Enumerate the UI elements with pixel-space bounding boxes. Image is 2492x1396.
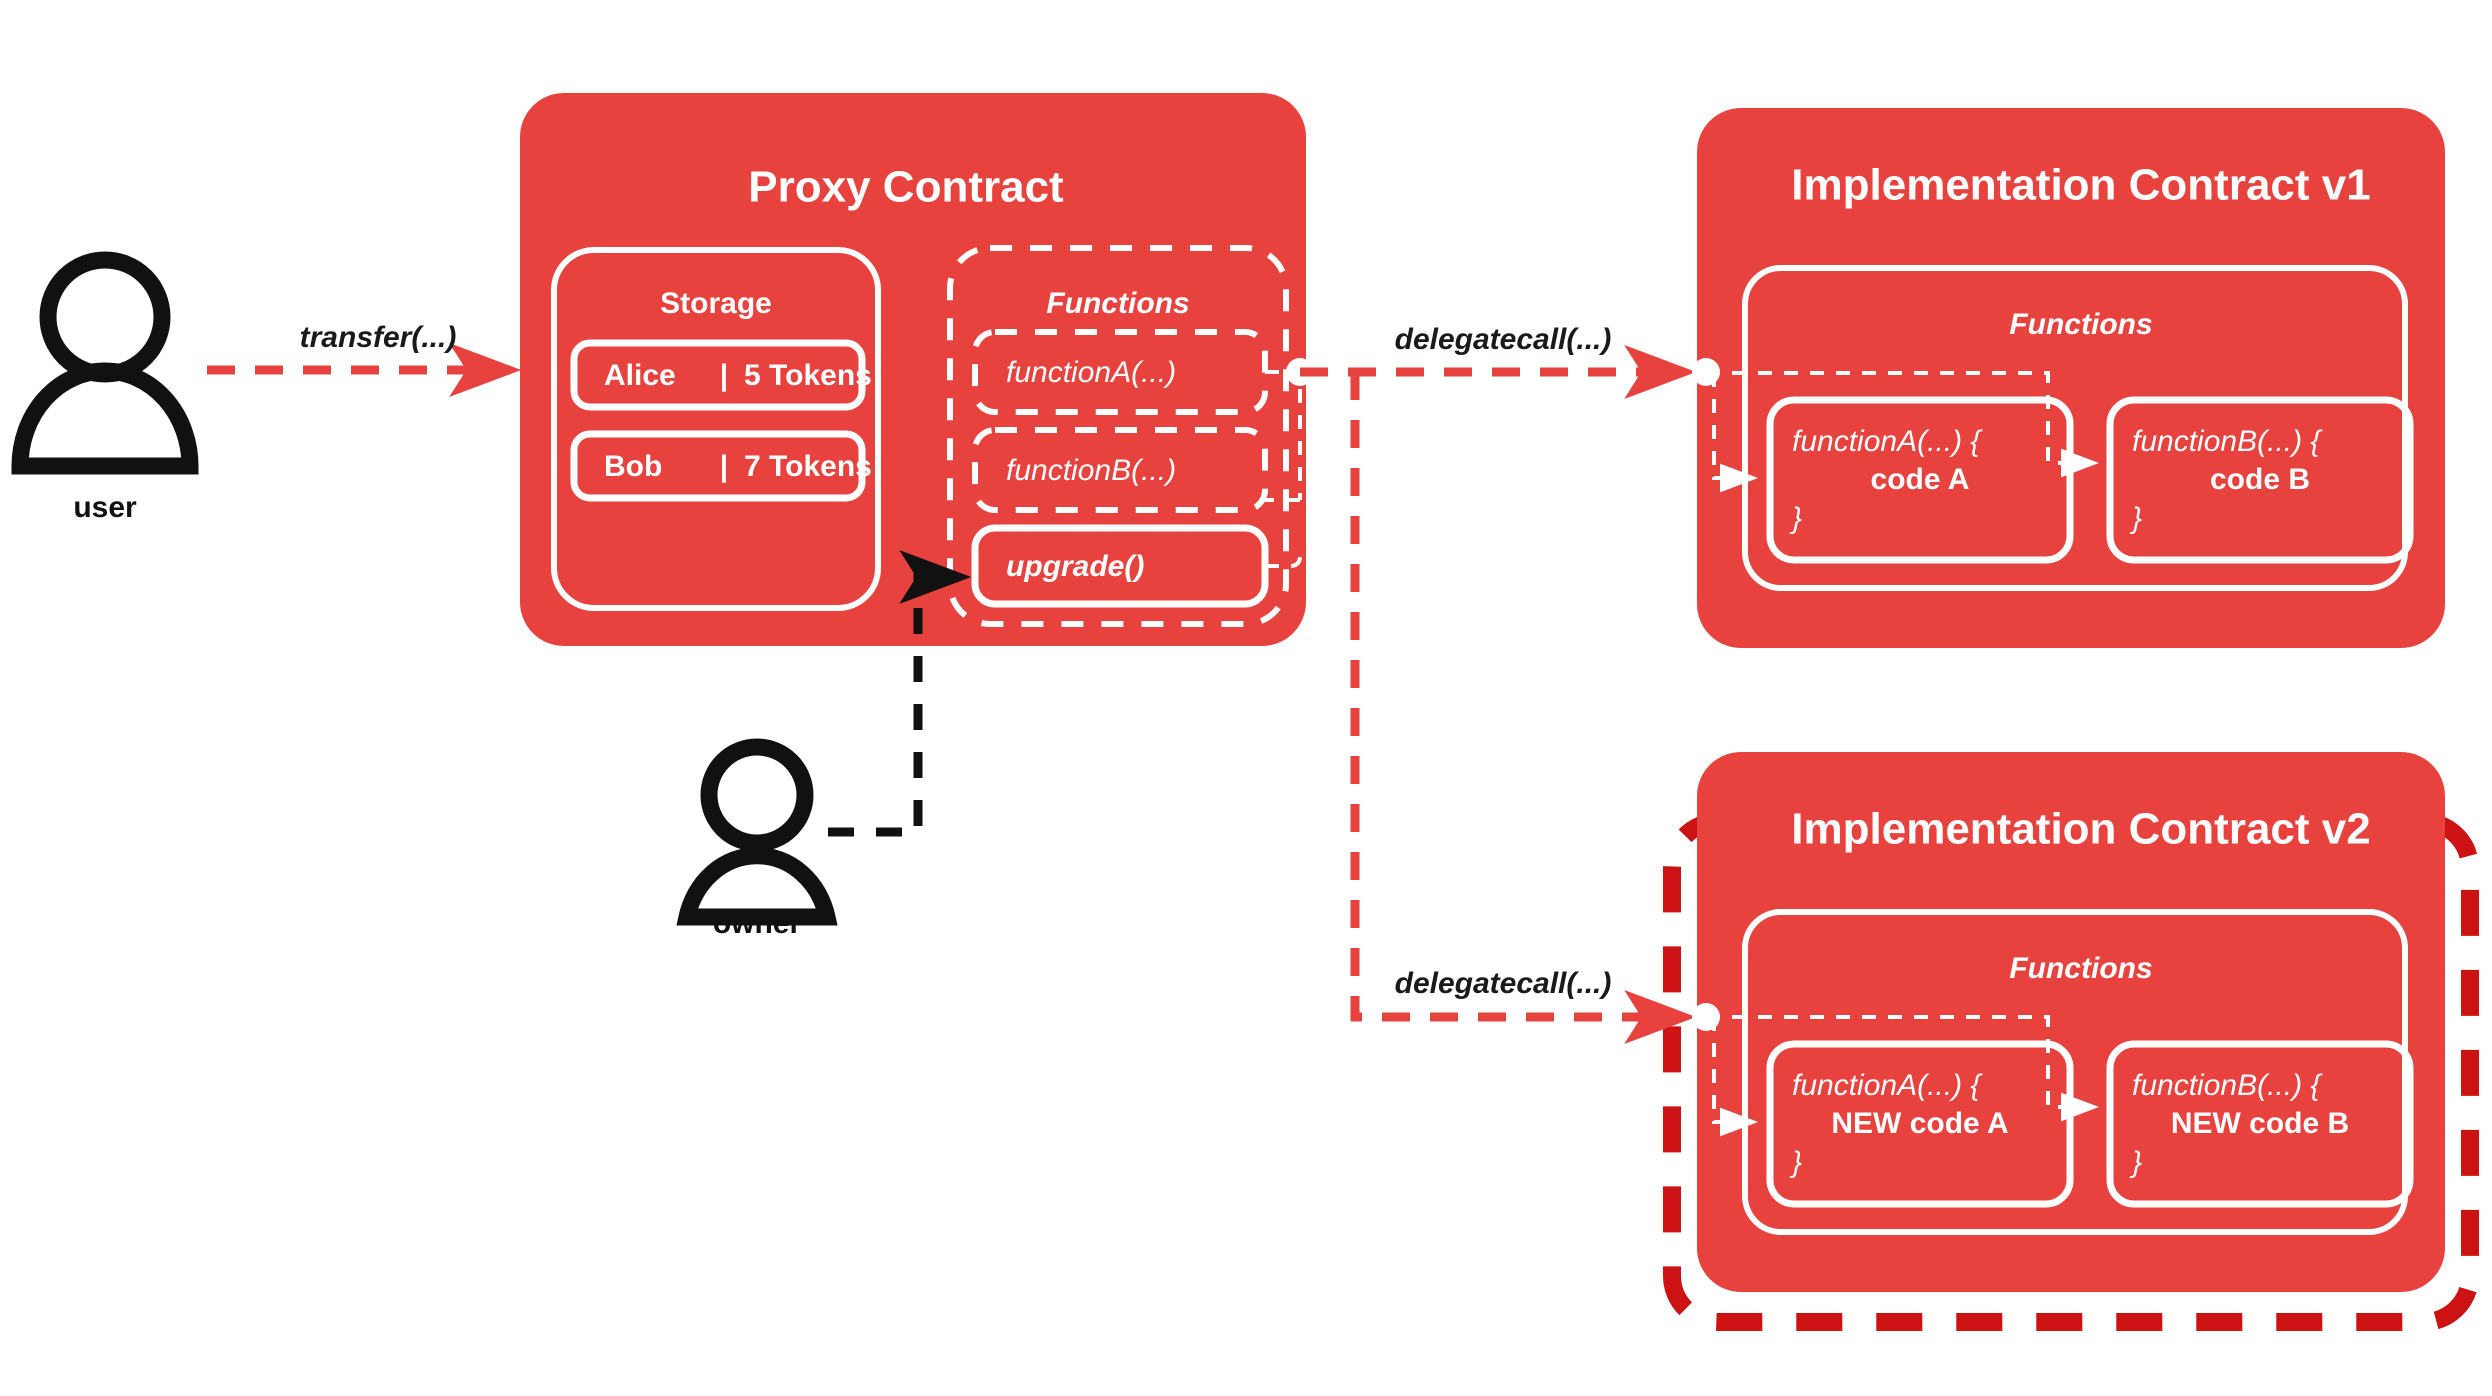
functions-title: Functions xyxy=(1046,287,1189,320)
proxy-storage-panel: Storage Alice | 5 Tokens Bob | 7 Tokens xyxy=(551,247,881,611)
storage-slot-alice[interactable]: Alice | 5 Tokens xyxy=(570,339,872,411)
proxy-function-functionB[interactable]: functionB(...) xyxy=(972,427,1268,513)
function-box xyxy=(2106,1040,2414,1208)
impl-v1-function-functionB[interactable]: functionB(...) { code B } xyxy=(2106,396,2414,564)
function-signature: functionB(...) { xyxy=(2132,425,2323,458)
impl-v1-branch-wire xyxy=(1712,373,1758,493)
proxy-title: Proxy Contract xyxy=(748,163,1064,212)
actor-user-label: user xyxy=(73,491,137,524)
function-box xyxy=(2106,396,2414,564)
actor-user[interactable]: user xyxy=(11,251,199,524)
function-box xyxy=(1766,1040,2074,1208)
function-close-brace: } xyxy=(2129,502,2142,535)
person-icon-head xyxy=(700,738,814,852)
storage-slot-name: Alice xyxy=(604,359,676,392)
storage-slot-separator: | xyxy=(720,359,728,392)
storage-slot-name: Bob xyxy=(604,450,662,483)
function-body: code B xyxy=(2210,463,2310,496)
functions-title: Functions xyxy=(2009,308,2152,341)
storage-slot-value: 7 Tokens xyxy=(744,450,872,483)
storage-slot-box xyxy=(570,430,866,502)
function-label: functionA(...) xyxy=(1006,356,1176,389)
edge-transfer: transfer(...) xyxy=(207,321,522,397)
function-close-brace: } xyxy=(1789,1146,1802,1179)
impl-v2-card-background xyxy=(1697,752,2445,1292)
function-label: upgrade() xyxy=(1006,550,1144,583)
edge-delegatecall-v1: delegatecall(...) xyxy=(1286,323,1720,399)
impl-v1-function-functionA[interactable]: functionA(...) { code A } xyxy=(1766,396,2074,564)
edge-upgrade-call xyxy=(828,549,972,837)
impl-v2-function-functionB[interactable]: functionB(...) { NEW code B } xyxy=(2106,1040,2414,1208)
implementation-v1-card[interactable]: Implementation Contract v1 Functions fun… xyxy=(1697,108,2445,648)
delegatecall-v2-line xyxy=(1350,372,1697,1044)
proxy-contract-card[interactable]: Proxy Contract Storage Alice | 5 Tokens … xyxy=(520,93,1306,646)
impl-v2-title: Implementation Contract v2 xyxy=(1791,805,2370,854)
delegatecall-v2-label: delegatecall(...) xyxy=(1395,967,1612,1000)
impl-v2-functions-panel: Functions functionA(...) { NEW code A } … xyxy=(1706,909,2414,1235)
function-close-brace: } xyxy=(2129,1146,2142,1179)
function-signature: functionB(...) { xyxy=(2132,1069,2323,1102)
function-body: NEW code B xyxy=(2171,1107,2349,1140)
function-body: code A xyxy=(1871,463,1970,496)
misspelling-squiggle xyxy=(2130,1094,2254,1106)
functions-panel-border xyxy=(1742,909,2408,1235)
person-icon-head xyxy=(39,251,171,383)
delegatecall-target-dot xyxy=(1692,1003,1720,1031)
function-close-brace: } xyxy=(1789,502,1802,535)
delegatecall-target-dot xyxy=(1692,358,1720,386)
person-icon-body xyxy=(676,847,838,926)
storage-panel-border xyxy=(551,247,881,611)
actor-owner[interactable]: owner xyxy=(676,738,838,940)
functions-panel-border xyxy=(947,245,1289,627)
impl-v1-card-background xyxy=(1697,108,2445,648)
edge-delegatecall-v2: delegatecall(...) xyxy=(1350,372,1720,1044)
storage-slot-value: 5 Tokens xyxy=(744,359,872,392)
delegatecall-v1-label: delegatecall(...) xyxy=(1395,323,1612,356)
person-icon-body xyxy=(11,362,199,475)
functions-title: Functions xyxy=(2009,952,2152,985)
storage-slot-box xyxy=(570,339,866,411)
function-box xyxy=(1766,396,2074,564)
misspelling-squiggle xyxy=(2130,450,2254,462)
impl-v1-title: Implementation Contract v1 xyxy=(1791,161,2370,210)
misspelling-squiggle xyxy=(1004,482,1134,495)
impl-v1-functions-panel: Functions functionA(...) { code A } func… xyxy=(1706,265,2414,591)
function-body: NEW code A xyxy=(1831,1107,2008,1140)
storage-title: Storage xyxy=(660,287,772,320)
impl-v2-branch-wire xyxy=(1712,1017,1758,1137)
storage-slot-bob[interactable]: Bob | 7 Tokens xyxy=(570,430,872,502)
function-label: functionB(...) xyxy=(1006,454,1176,487)
proxy-upgrade-return-wire xyxy=(1265,555,1302,568)
implementation-v2-card[interactable]: Implementation Contract v2 Functions fun… xyxy=(1663,752,2479,1331)
transfer-label: transfer(...) xyxy=(300,321,457,354)
actor-owner-label: owner xyxy=(713,907,802,940)
functions-panel-border xyxy=(1742,265,2408,591)
function-box xyxy=(972,427,1268,513)
impl-v1-entry-wire xyxy=(1706,371,2099,478)
upgrade-arrow-line xyxy=(828,549,972,837)
function-signature: functionA(...) { xyxy=(1792,1069,1983,1102)
function-signature: functionA(...) { xyxy=(1792,425,1983,458)
impl-v2-function-functionA[interactable]: functionA(...) { NEW code A } xyxy=(1766,1040,2074,1208)
storage-slot-separator: | xyxy=(720,450,728,483)
impl-v2-entry-wire xyxy=(1706,1015,2099,1122)
